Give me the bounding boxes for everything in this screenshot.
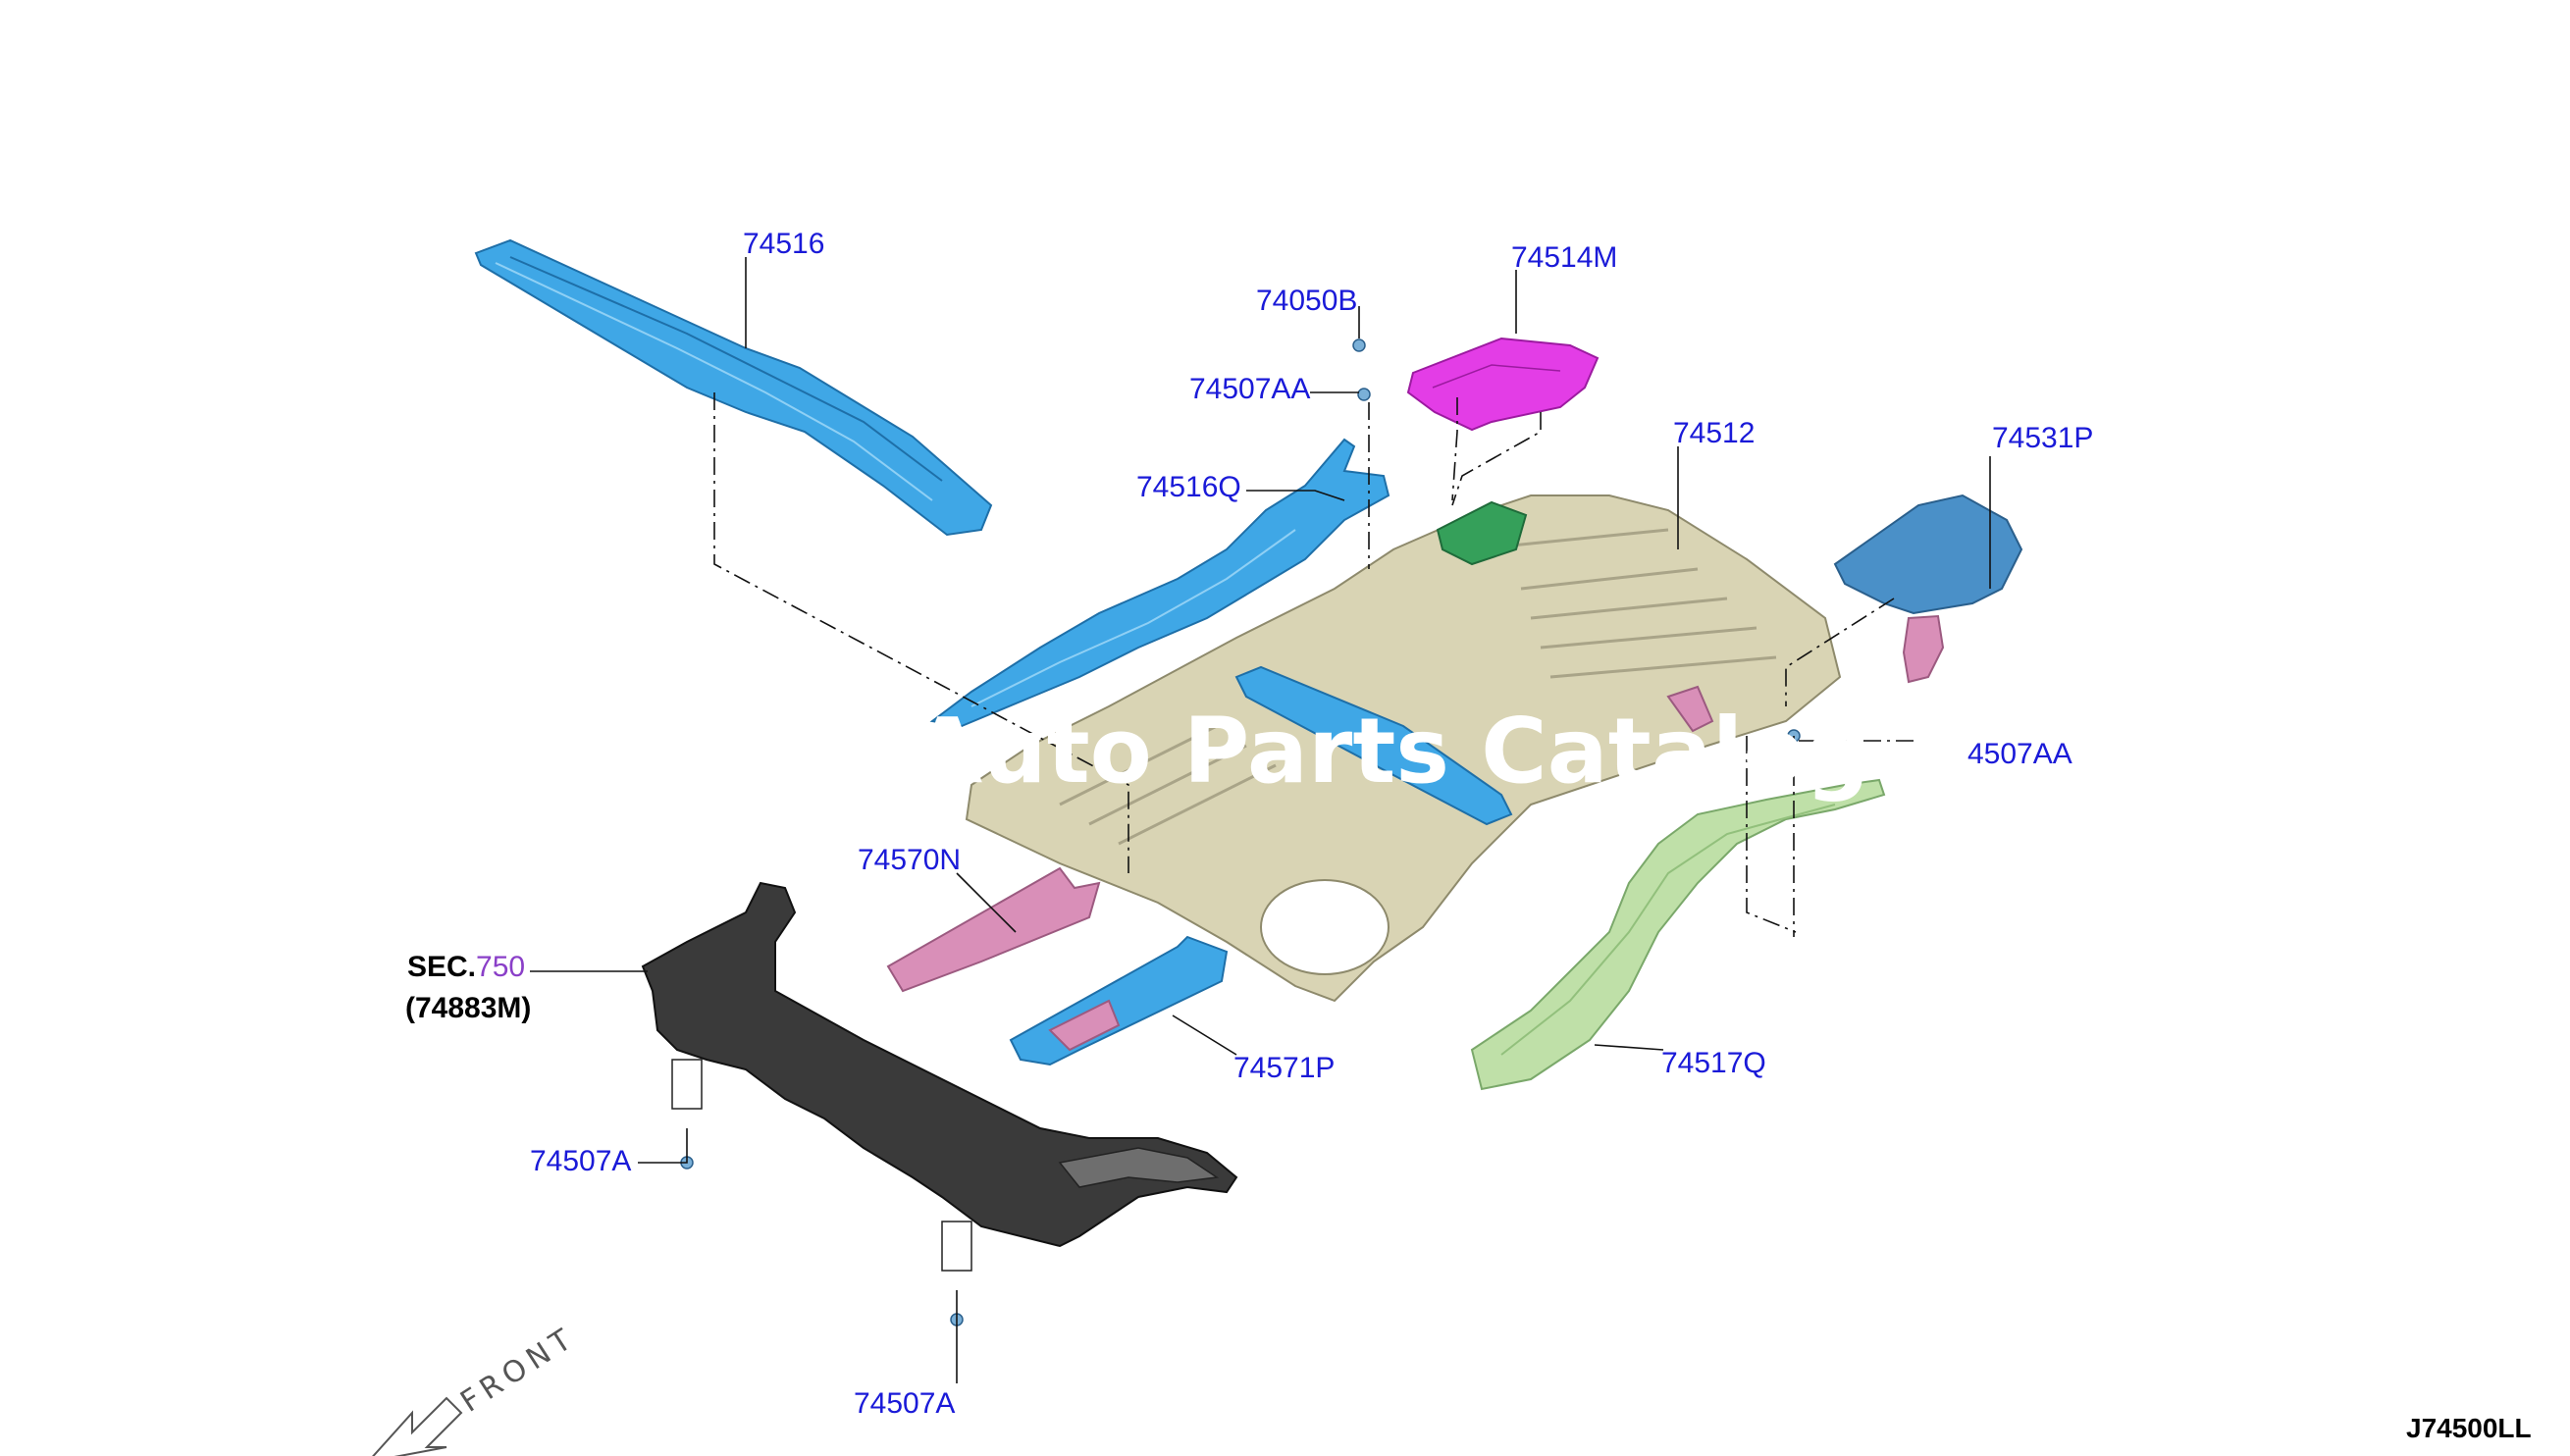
label-74050B[interactable]: 74050B <box>1256 285 1357 317</box>
label-74512[interactable]: 74512 <box>1673 417 1755 449</box>
front-arrow: FRONT <box>372 1320 582 1456</box>
watermark-text: Auto Parts Catalog <box>913 699 1869 804</box>
section-ref[interactable]: SEC.750 <box>407 951 525 983</box>
label-74571P[interactable]: 74571P <box>1233 1052 1335 1084</box>
part-74516-shape[interactable] <box>474 238 993 537</box>
part-74570N-shape[interactable] <box>886 866 1101 993</box>
label-74507AA-right[interactable]: 4507AA <box>1967 738 2072 770</box>
drawing-code: J74500LL <box>2406 1413 2532 1443</box>
alignment-lines <box>713 392 1914 937</box>
label-74516[interactable]: 74516 <box>743 228 824 260</box>
label-74570N[interactable]: 74570N <box>858 844 961 876</box>
part-74516Q-shape[interactable] <box>929 438 1390 728</box>
label-74531P[interactable]: 74531P <box>1992 422 2093 454</box>
section-number: 750 <box>476 951 525 983</box>
label-74507A-left[interactable]: 74507A <box>530 1145 631 1177</box>
label-74517Q[interactable]: 74517Q <box>1661 1047 1766 1079</box>
section-prefix: SEC. <box>407 951 476 983</box>
part-74531P-shape[interactable] <box>1833 494 2023 684</box>
section-ref-part: (74883M) <box>405 992 531 1024</box>
part-74571P-shape[interactable] <box>1009 935 1229 1066</box>
label-74514M[interactable]: 74514M <box>1511 241 1617 274</box>
part-74512-shape[interactable] <box>965 494 1842 1003</box>
label-74516Q[interactable]: 74516Q <box>1136 471 1241 503</box>
subframe-shape[interactable] <box>641 881 1238 1272</box>
part-74514M-shape[interactable] <box>1406 337 1600 432</box>
front-label: FRONT <box>454 1320 582 1420</box>
fastener-74050B-shape[interactable] <box>1352 338 1366 352</box>
fastener-74507AA-top-shape[interactable] <box>1357 388 1371 401</box>
leader-lines <box>530 257 1991 1383</box>
label-74507A-bottom[interactable]: 74507A <box>854 1387 955 1420</box>
label-74507AA-top[interactable]: 74507AA <box>1189 373 1310 405</box>
part-74517Q-shape[interactable] <box>1470 778 1886 1091</box>
